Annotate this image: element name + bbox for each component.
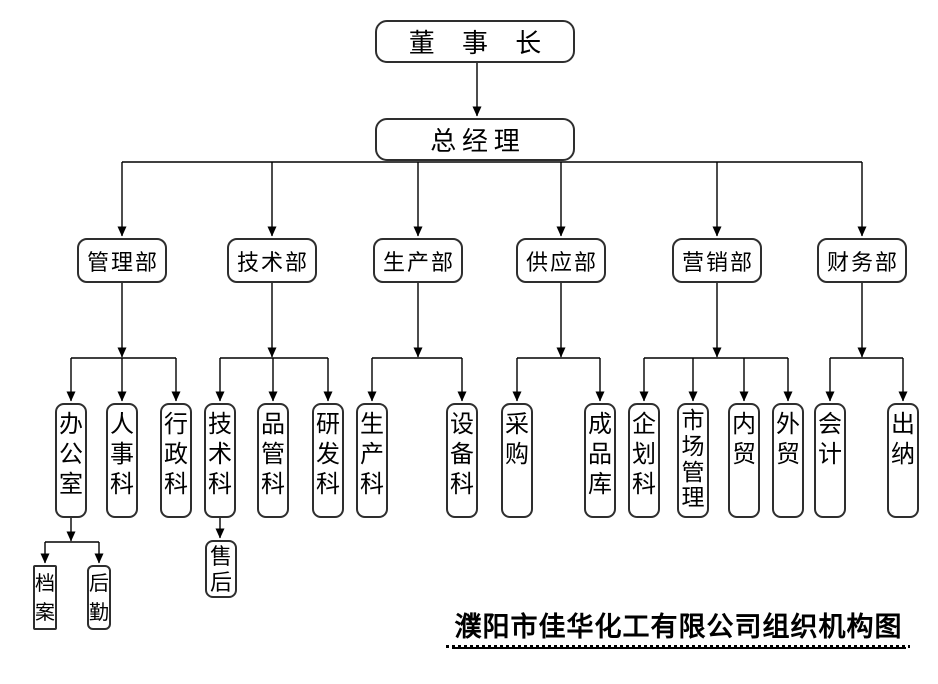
- node-general-manager: 总经理: [375, 118, 575, 161]
- node-dept-technology: 技术部: [227, 238, 317, 283]
- node-market-management: 市场管理: [677, 403, 709, 518]
- node-accounting: 会计: [814, 403, 846, 518]
- node-equipment-section: 设备科: [446, 403, 478, 518]
- chart-title: 濮阳市佳华化工有限公司组织机构图: [447, 605, 910, 649]
- node-archives: 档案: [33, 565, 57, 630]
- node-dept-production: 生产部: [373, 238, 463, 283]
- title-dotted-underline: [446, 645, 910, 648]
- node-admin-section: 行政科: [160, 403, 192, 518]
- node-dept-marketing: 营销部: [672, 238, 762, 283]
- node-after-sales: 售后: [205, 540, 237, 598]
- node-rd-section: 研发科: [312, 403, 344, 518]
- node-planning-section: 企划科: [628, 403, 660, 518]
- chart-title-text: 濮阳市佳华化工有限公司组织机构图: [451, 605, 906, 649]
- node-purchasing: 采购: [501, 403, 533, 518]
- node-dept-supply: 供应部: [516, 238, 606, 283]
- node-hr-section: 人事科: [106, 403, 138, 518]
- node-dept-finance: 财务部: [817, 238, 907, 283]
- node-tech-section: 技术科: [204, 403, 236, 518]
- node-domestic-trade: 内贸: [728, 403, 760, 518]
- node-foreign-trade: 外贸: [772, 403, 804, 518]
- node-finished-goods-warehouse: 成品库: [584, 403, 616, 518]
- node-logistics: 后勤: [87, 565, 111, 630]
- node-cashier: 出纳: [887, 403, 919, 518]
- node-qc-section: 品管科: [257, 403, 289, 518]
- node-dept-management: 管理部: [77, 238, 167, 283]
- node-chairman: 董事长: [375, 20, 575, 63]
- node-production-section: 生产科: [356, 403, 388, 518]
- node-office: 办公室: [55, 403, 87, 518]
